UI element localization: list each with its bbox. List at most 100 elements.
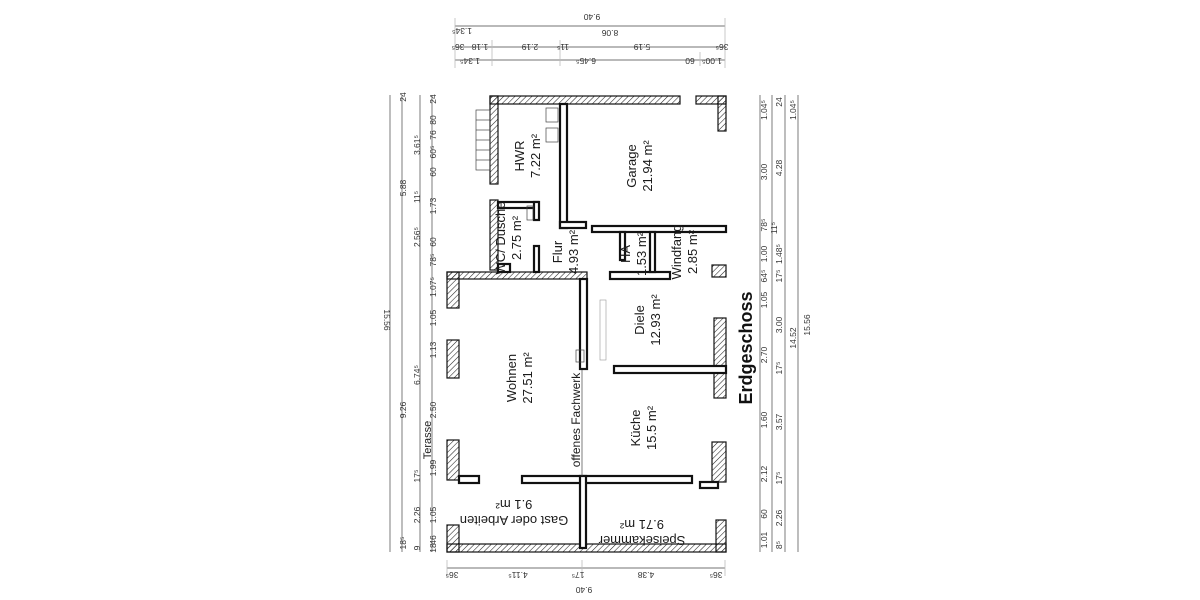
dim-label: 11⁵ <box>412 191 422 203</box>
terrasse-label: Terasse <box>422 421 434 460</box>
dim-label: 1.00 <box>759 245 769 262</box>
dim-label: 36⁵ <box>710 570 723 580</box>
dim-label: 17⁵ <box>774 362 784 375</box>
room-area: 9.71 m² <box>619 517 664 532</box>
room-flur: Flur 4.93 m² <box>550 229 581 274</box>
dim-label: 3.00 <box>774 316 784 333</box>
room-gast: Gast oder Arbeiten 9.1 m² <box>460 497 568 528</box>
room-wohnen: Wohnen 27.51 m² <box>504 352 535 404</box>
dim-label: 4.28 <box>774 159 784 176</box>
room-name: Windfang <box>669 225 684 280</box>
dim-label: 2.19 <box>521 42 538 52</box>
room-area: 21.94 m² <box>640 140 655 192</box>
dim-label: 1.73 <box>428 197 438 214</box>
dim-label: 9 <box>412 545 422 550</box>
room-name: Diele <box>632 305 647 335</box>
dim-label: 1.04⁵ <box>788 100 798 120</box>
dim-label: 1.34⁵ <box>460 56 480 66</box>
dim-label: 5.88 <box>398 179 408 196</box>
dimension-labels-top: 9.40 8.06 1.34⁵ 1.18 36⁵ 2.19 11⁵ 5.19 3… <box>452 12 729 66</box>
room-area: 2.85 m² <box>685 229 700 274</box>
dim-label: 1.04⁵ <box>759 100 769 120</box>
dim-label: 2.56⁵ <box>412 227 422 247</box>
room-name: HWR <box>512 140 527 171</box>
dim-label: 8⁵ <box>774 541 784 549</box>
dim-label: 3.61⁵ <box>412 135 422 155</box>
dim-label: 24 <box>398 92 408 102</box>
dim-label: 1.18 <box>471 42 488 52</box>
dim-label: 1.48⁵ <box>774 244 784 264</box>
dim-label: 18 <box>428 543 438 553</box>
dim-label: 1.01 <box>759 531 769 548</box>
dim-label: 11⁵ <box>557 42 569 52</box>
room-name: WC/ Dusche <box>493 202 508 275</box>
dim-label: 80 <box>428 115 438 125</box>
dim-label: 17⁵ <box>412 470 422 483</box>
dim-label: 17⁵ <box>774 270 784 283</box>
dim-label: 36⁵ <box>716 42 729 52</box>
room-speisekammer: Speisekammer 9.71 m² <box>598 517 685 548</box>
dim-label: 1.05 <box>428 309 438 326</box>
dim-label: 24 <box>774 97 784 107</box>
dim-label: 1.99 <box>428 459 438 476</box>
dim-label: 1.00⁵ <box>702 56 722 66</box>
dim-label: 1.07⁵ <box>428 277 438 297</box>
hwr-appliances <box>545 107 559 143</box>
dim-label: 2.70 <box>759 346 769 363</box>
room-area: 7.22 m² <box>528 133 543 178</box>
room-name: HA <box>618 245 633 263</box>
dim-label: 4.38 <box>637 570 654 580</box>
room-name: Küche <box>628 410 643 447</box>
room-area: 12.93 m² <box>648 294 663 346</box>
room-area: 1.53 m² <box>634 231 649 276</box>
dim-label: 24 <box>428 94 438 104</box>
dim-label: 60 <box>685 56 695 66</box>
room-ha: HA 1.53 m² <box>618 231 649 276</box>
dim-label: 18⁵ <box>398 537 408 550</box>
dim-label: 46 <box>428 535 438 545</box>
dim-label: 4.11⁵ <box>508 570 527 580</box>
dim-label: 8.06 <box>601 28 618 38</box>
dim-label: 64⁵ <box>759 270 769 283</box>
dim-label: 60 <box>428 237 438 247</box>
dimension-lines-left <box>389 95 433 552</box>
dim-label: 1.60 <box>759 411 769 428</box>
dimension-labels-bottom: 36⁵ 4.11⁵ 17⁵ 4.38 36⁵ 9.40 <box>446 570 723 595</box>
dim-label: 6.45⁵ <box>576 56 596 66</box>
dim-label: 76 <box>428 130 438 140</box>
room-name: Flur <box>550 240 565 263</box>
dim-label: 2.12 <box>759 465 769 482</box>
room-name: Wohnen <box>504 354 519 402</box>
dim-label: 17⁵ <box>572 570 585 580</box>
dimension-labels-right: 1.04⁵ 24 1.04⁵ 3.00 4.28 78⁵ 11⁵ 1.00 1.… <box>759 97 812 549</box>
dim-label: 60 <box>428 167 438 177</box>
dim-label: 17⁵ <box>774 472 784 485</box>
interior-walls <box>457 102 728 550</box>
room-diele: Diele 12.93 m² <box>632 294 663 346</box>
room-name: Gast oder Arbeiten <box>460 513 568 528</box>
dim-label: 9.40 <box>583 12 600 22</box>
dim-label: 36⁵ <box>452 42 465 52</box>
room-hwr: HWR 7.22 m² <box>512 133 543 178</box>
door-symbols <box>526 205 585 363</box>
dim-label: 3.00 <box>759 163 769 180</box>
dimension-labels-left: 15.56 24 80 24 76 60⁵ 3.61⁵ 60 1.73 11⁵ … <box>382 92 438 553</box>
dim-label: 6.74⁵ <box>412 365 422 385</box>
room-windfang: Windfang 2.85 m² <box>669 225 700 280</box>
dim-label: 15.56 <box>382 309 392 331</box>
room-area: 4.93 m² <box>566 229 581 274</box>
dim-label: 78⁵ <box>759 219 769 232</box>
dim-label: 9.40 <box>575 585 592 595</box>
floor-title: Erdgeschoss <box>736 291 756 404</box>
dim-label: 15.56 <box>802 314 812 336</box>
room-name: Speisekammer <box>598 533 685 548</box>
dim-label: 1.13 <box>428 341 438 358</box>
dim-label: 2.26 <box>774 509 784 526</box>
dimension-lines-top <box>454 18 726 68</box>
dim-label: 1.05 <box>428 506 438 523</box>
room-area: 15.5 m² <box>644 405 659 450</box>
room-labels: HWR 7.22 m² Garage 21.94 m² WC/ Dusche 2… <box>422 133 700 548</box>
dim-label: 78⁵ <box>428 254 438 267</box>
room-name: Garage <box>624 144 639 187</box>
